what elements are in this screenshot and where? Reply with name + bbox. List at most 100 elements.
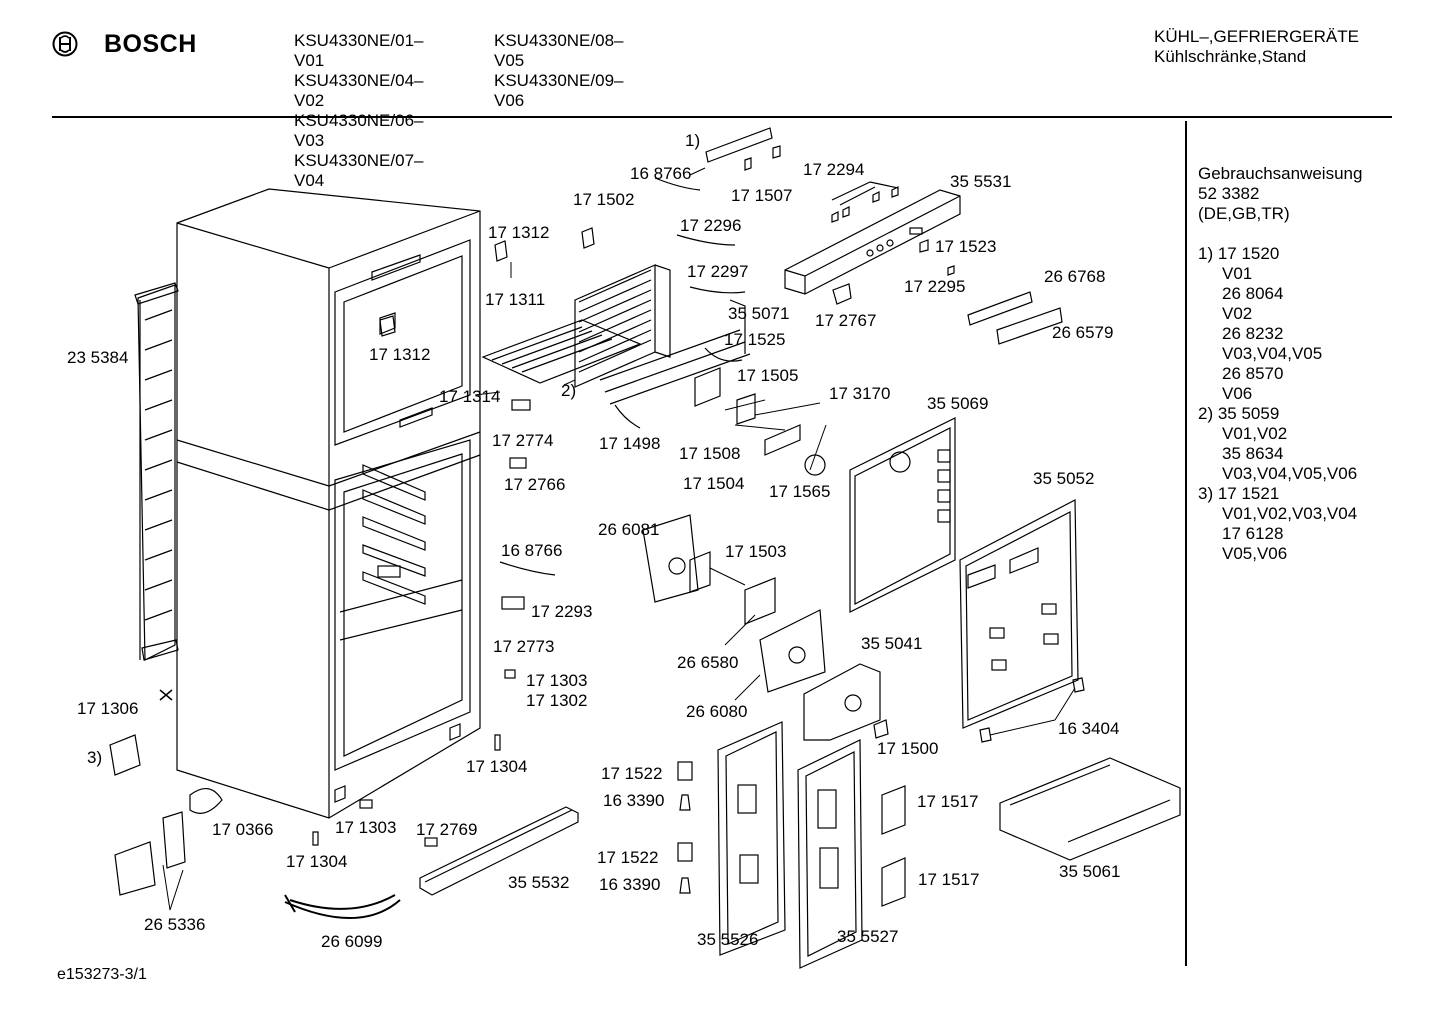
- part-number-label: 16 8766: [630, 164, 692, 183]
- notes-panel: Gebrauchsanweisung 52 3382 (DE,GB,TR) 1)…: [1198, 164, 1362, 564]
- condenser: [134, 282, 179, 661]
- part-number-label: 17 1525: [724, 330, 786, 349]
- model-number: KSU4330NE/08–V05: [494, 31, 624, 70]
- part-number-label: 17 1304: [466, 757, 528, 776]
- brand-name: BOSCH: [104, 30, 197, 58]
- model-number: KSU4330NE/06–V03: [294, 111, 424, 150]
- part-number-label: 26 6099: [321, 932, 383, 951]
- part-number-label: 17 1502: [573, 190, 635, 209]
- part-number-label: 26 5336: [144, 915, 206, 934]
- part-number-label: 16 3390: [603, 791, 665, 810]
- part-number-label: 16 8766: [501, 541, 563, 560]
- part-number-label: 2): [561, 381, 577, 400]
- rear-panel-upper: [849, 417, 956, 613]
- variant-line: 26 8064: [1222, 284, 1284, 303]
- part-number-label: 17 2294: [803, 160, 865, 179]
- part-number-label: 35 5526: [697, 930, 759, 949]
- variant-line: 2) 35 5059: [1198, 404, 1280, 423]
- variant-line: 17 6128: [1222, 524, 1284, 543]
- manual-languages: (DE,GB,TR): [1198, 204, 1290, 223]
- part-number-label: 35 5527: [837, 927, 899, 946]
- category-title: KÜHL–,GEFRIERGERÄTE Kühlschränke,Stand: [1154, 27, 1359, 67]
- variant-line: V03,V04,V05,V06: [1222, 464, 1358, 483]
- part-number-label: 17 1503: [725, 542, 787, 561]
- fridge-cabinet: [176, 188, 481, 819]
- variant-line: V05,V06: [1222, 544, 1288, 563]
- model-number: KSU4330NE/09–V06: [494, 71, 624, 110]
- part-number-label: 17 1303: [526, 671, 588, 690]
- part-number-label: 17 1522: [597, 848, 659, 867]
- part-number-label: 17 1565: [769, 482, 831, 501]
- part-number-label: 17 1303: [335, 818, 397, 837]
- part-number-label: 35 5069: [927, 394, 989, 413]
- variant-line: 3) 17 1521: [1198, 484, 1280, 503]
- part-number-label: 17 2769: [416, 820, 478, 839]
- door-trim-panels: [717, 721, 863, 969]
- part-number-label: 1): [685, 131, 701, 150]
- variant-line: 35 8634: [1222, 444, 1284, 463]
- part-number-label: 17 2293: [531, 602, 593, 621]
- part-number-label: 17 1523: [935, 237, 997, 256]
- variant-line: V06: [1222, 384, 1253, 403]
- variant-line: V01,V02,V03,V04: [1222, 504, 1358, 523]
- part-number-label: 17 1508: [679, 444, 741, 463]
- evaporator: [481, 264, 751, 405]
- part-number-label: 17 1507: [731, 186, 793, 205]
- part-number-label: 17 1312: [369, 345, 431, 364]
- control-panel: [705, 127, 1063, 345]
- model-number: KSU4330NE/04–V02: [294, 71, 424, 110]
- manual-title: Gebrauchsanweisung: [1198, 164, 1363, 183]
- part-number-label: 35 5041: [861, 634, 923, 653]
- part-number-label: 23 5384: [67, 348, 129, 367]
- part-number-label: 17 2773: [493, 637, 555, 656]
- part-number-label: 17 2295: [904, 277, 966, 296]
- part-number-label: 26 6768: [1044, 267, 1106, 286]
- part-number-label: 17 2774: [492, 431, 554, 450]
- part-number-label: 17 1517: [918, 870, 980, 889]
- part-number-label: 17 1312: [488, 223, 550, 242]
- part-number-label: 17 1302: [526, 691, 588, 710]
- category-line: Kühlschränke,Stand: [1154, 47, 1307, 66]
- part-number-label: 17 1498: [599, 434, 661, 453]
- glass-shelf: [999, 757, 1181, 861]
- part-number-label: 17 1522: [601, 764, 663, 783]
- variant-line: 26 8570: [1222, 364, 1284, 383]
- model-number: KSU4330NE/01–V01: [294, 31, 424, 70]
- thermostat-assembly: [689, 367, 826, 625]
- drawing-id: e153273-3/1: [57, 966, 147, 983]
- part-number-label: 17 0366: [212, 820, 274, 839]
- part-number-label: 17 1304: [286, 852, 348, 871]
- part-number-label: 17 2297: [687, 262, 749, 281]
- part-number-label: 17 1306: [77, 699, 139, 718]
- small-parts: [109, 145, 1085, 919]
- part-number-label: 26 6080: [686, 702, 748, 721]
- bosch-logo-icon: [52, 31, 78, 62]
- part-number-label: 17 1517: [917, 792, 979, 811]
- part-number-label: 17 2296: [680, 216, 742, 235]
- variant-line: 26 8232: [1222, 324, 1284, 343]
- part-number-label: 17 2767: [815, 311, 877, 330]
- part-number-label: 17 1504: [683, 474, 745, 493]
- part-number-label: 26 6579: [1052, 323, 1114, 342]
- part-number-label: 17 1311: [485, 290, 546, 309]
- part-number-label: 17 1500: [877, 739, 939, 758]
- part-number-label: 35 5061: [1059, 862, 1121, 881]
- part-number-label: 26 6580: [677, 653, 739, 672]
- variant-line: V03,V04,V05: [1222, 344, 1323, 363]
- part-number-label: 17 1505: [737, 366, 799, 385]
- part-number-label: 3): [87, 748, 103, 767]
- part-number-label: 17 2766: [504, 475, 566, 494]
- part-number-label: 26 6081: [598, 520, 660, 539]
- part-number-label: 17 1314: [439, 387, 501, 406]
- variant-line: V02: [1222, 304, 1253, 323]
- variant-line: 1) 17 1520: [1198, 244, 1280, 263]
- part-number-label: 16 3390: [599, 875, 661, 894]
- rear-panel-lower: [959, 499, 1079, 729]
- fan-housing: [642, 514, 881, 741]
- part-number-label: 35 5532: [508, 873, 570, 892]
- manual-number: 52 3382: [1198, 184, 1260, 203]
- variant-line: V01: [1222, 264, 1253, 283]
- variant-line: V01,V02: [1222, 424, 1288, 443]
- part-number-label: 17 3170: [829, 384, 891, 403]
